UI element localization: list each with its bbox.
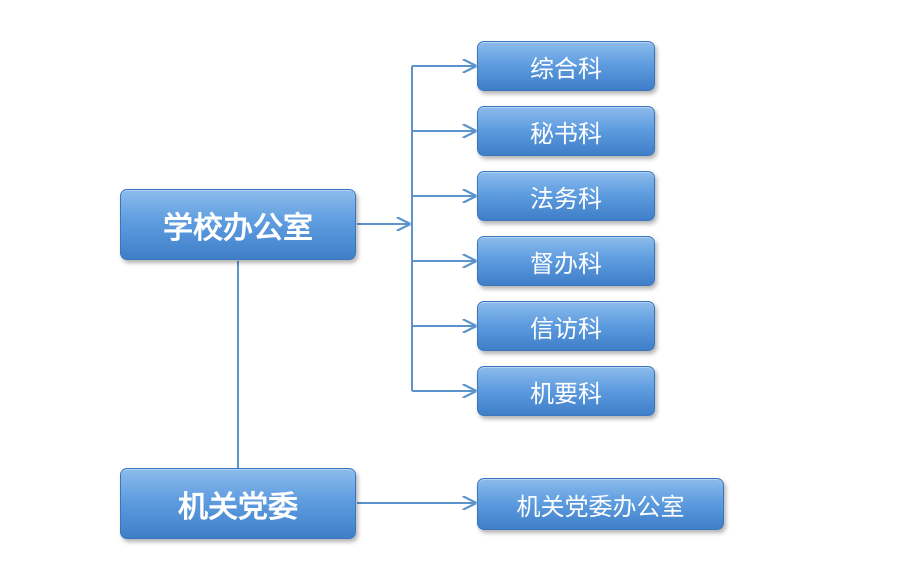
node-section-general: 综合科 (477, 41, 655, 91)
node-section-legal: 法务科 (477, 171, 655, 221)
node-committee-office: 机关党委办公室 (477, 478, 724, 530)
node-section-secretary: 秘书科 (477, 106, 655, 156)
node-party-committee: 机关党委 (120, 468, 356, 539)
node-school-office: 学校办公室 (120, 189, 356, 260)
node-section-petitions: 信访科 (477, 301, 655, 351)
node-section-supervision: 督办科 (477, 236, 655, 286)
node-section-confidential: 机要科 (477, 366, 655, 416)
